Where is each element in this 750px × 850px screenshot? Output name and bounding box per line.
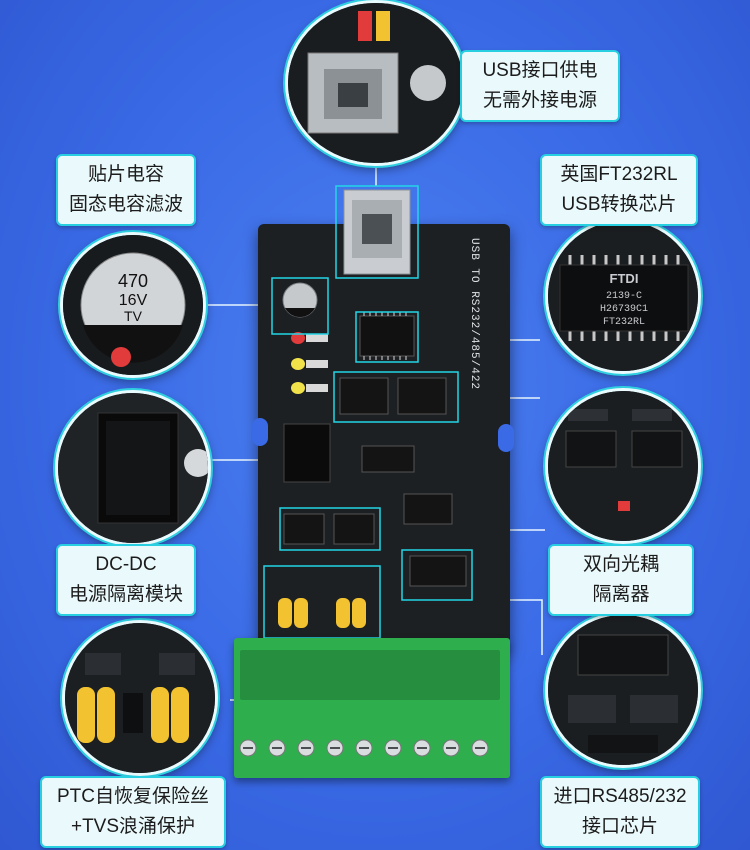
hl-opto — [333, 371, 459, 423]
callout-usb-power-line2: 无需外接电源 — [482, 90, 597, 111]
callout-smd-cap-line2: 固态电容滤波 — [68, 194, 183, 215]
dcdc-module-board — [283, 423, 331, 483]
callout-ftdi-chip: 英国FT232RL USB转换芯片 — [540, 154, 698, 226]
optocoupler-chips-bottom — [283, 513, 375, 545]
callout-rs485-chip-line1: 进口RS485/232 — [553, 786, 687, 807]
status-leds — [291, 332, 328, 394]
cap-marking-2: 16V — [119, 292, 148, 309]
callout-optocoupler-line2: 隔离器 — [592, 584, 650, 605]
logic-chip — [361, 445, 415, 473]
zoom-rs485-chip — [545, 612, 701, 768]
hl-usb — [335, 185, 419, 279]
zoom-dcdc-module — [55, 390, 211, 546]
board-silkscreen: USB TO RS232/485/422 — [468, 238, 480, 391]
callout-usb-power-line1: USB接口供电 — [482, 60, 598, 81]
hl-rs485 — [401, 549, 473, 601]
cap-marking-3: TV — [124, 308, 143, 324]
rs485-chip-board — [409, 555, 467, 587]
callout-dcdc: DC-DC 电源隔离模块 — [56, 544, 196, 616]
callout-dcdc-line1: DC-DC — [95, 554, 157, 575]
electrolytic-capacitor — [282, 282, 318, 318]
hl-ftdi — [355, 311, 419, 363]
board-notch-right — [498, 424, 514, 452]
board-notch-left — [252, 418, 268, 446]
usb-b-port — [343, 189, 411, 275]
zoom-optocoupler — [545, 388, 701, 544]
callout-optocoupler-line1: 双向光耦 — [582, 554, 659, 575]
callout-ftdi-chip-line2: USB转换芯片 — [561, 194, 677, 215]
callout-usb-power: USB接口供电 无需外接电源 — [460, 50, 620, 122]
callout-smd-cap-line1: 贴片电容 — [87, 164, 164, 185]
cap-marking-1: 470 — [118, 271, 148, 291]
zoom-usb-port — [285, 0, 466, 166]
callout-rs485-chip-line2: 接口芯片 — [581, 816, 658, 837]
zoom-capacitor: 470 16V TV — [60, 232, 206, 378]
optocoupler-chips-top — [339, 377, 447, 415]
callout-smd-cap: 贴片电容 固态电容滤波 — [56, 154, 196, 226]
zoom-ptc-fuses — [62, 620, 218, 776]
callout-optocoupler: 双向光耦 隔离器 — [548, 544, 694, 616]
chip-line1: 2139-C — [606, 291, 642, 302]
hl-cap — [271, 277, 329, 335]
callout-ptc-tvs-line2: +TVS浪涌保护 — [70, 816, 196, 837]
callout-ptc-tvs: PTC自恢复保险丝 +TVS浪涌保护 — [40, 776, 226, 848]
zoom-ftdi-chip: FTDI 2139-C H26739C1 FT232RL — [545, 218, 701, 374]
ftdi-chip-board — [359, 312, 415, 360]
chip-brand: FTDI — [610, 271, 639, 286]
chip-line3: FT232RL — [603, 317, 645, 328]
hl-opto2 — [279, 507, 381, 551]
callout-rs485-chip: 进口RS485/232 接口芯片 — [540, 776, 700, 848]
chip-line2: H26739C1 — [600, 304, 648, 315]
ptc-fuses-board — [278, 598, 366, 628]
logic-chip-2 — [403, 493, 453, 525]
callout-ftdi-chip-line1: 英国FT232RL — [560, 164, 678, 185]
callout-ptc-tvs-line1: PTC自恢复保险丝 — [56, 786, 209, 807]
callout-dcdc-line2: 电源隔离模块 — [68, 584, 183, 605]
